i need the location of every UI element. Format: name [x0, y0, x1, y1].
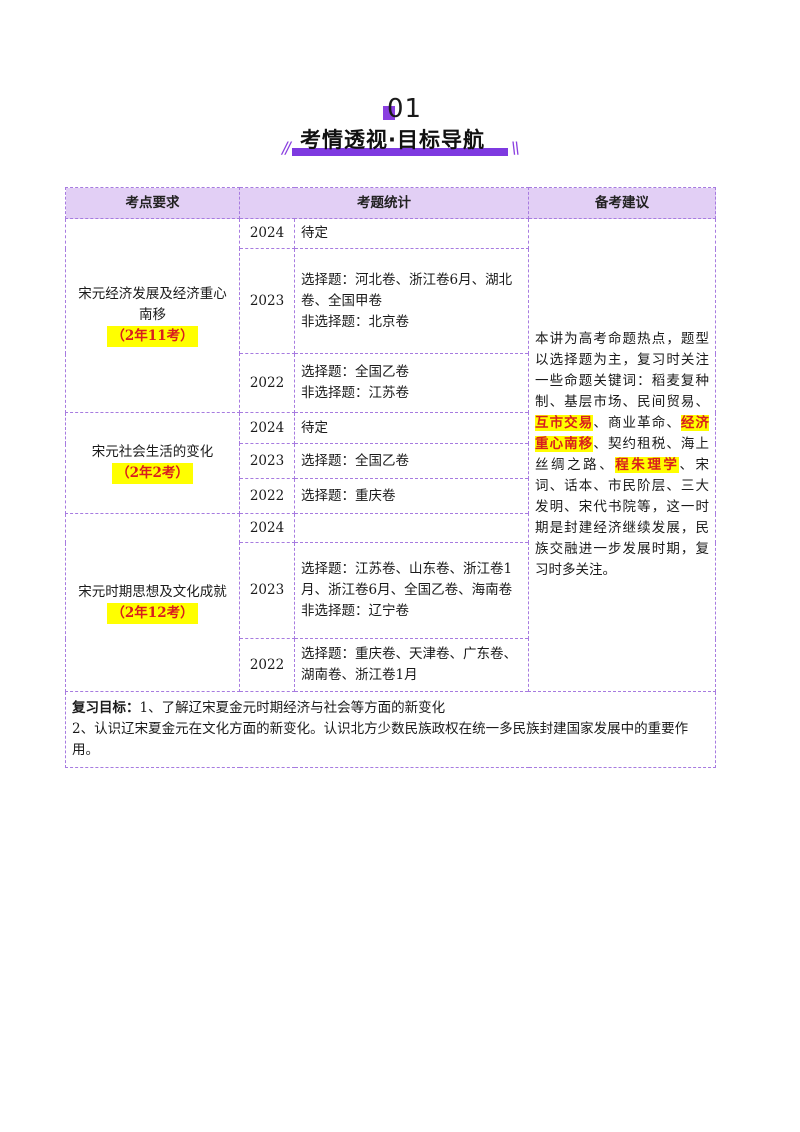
advice-cell: 本讲为高考命题热点，题型以选择题为主，复习时关注一些命题关键词：稻麦复种制、基层…: [528, 218, 716, 692]
header-requirement: 考点要求: [65, 187, 240, 219]
review-goals-cell: 复习目标：1、了解辽宋夏金元时期经济与社会等方面的新变化 2、认识辽宋夏金元在文…: [65, 691, 716, 768]
year-cell: 2023: [239, 443, 295, 479]
advice-text-2: 、商业革命、: [593, 415, 681, 431]
topic-name: 宋元社会生活的变化: [91, 444, 214, 460]
year-cell: 2022: [239, 478, 295, 514]
exam-count-badge: （2年2考）: [112, 463, 193, 484]
year-cell: 2024: [239, 412, 295, 444]
topic-name: 宋元经济发展及经济重心南移: [78, 286, 227, 323]
keyword-highlight: 互市交易: [535, 415, 594, 431]
year-cell: 2024: [239, 513, 295, 543]
year-cell: 2023: [239, 542, 295, 639]
exam-open-text: 非选择题：江苏卷: [301, 385, 409, 401]
goals-label: 复习目标：: [72, 700, 140, 716]
table-row: 2023 选择题：江苏卷、山东卷、浙江卷1月、浙江卷6月、全国乙卷、海南卷 非选…: [66, 542, 716, 639]
advice-text-4: 、宋词、话本、市民阶层、三大发明、宋代书院等，这一时期是封建经济继续发展，民族交…: [535, 457, 710, 578]
header-advice: 备考建议: [528, 187, 716, 219]
table-row: 2023 选择题：全国乙卷: [66, 443, 716, 479]
table-row: 宋元时期思想及文化成就 （2年12考） 2024: [65, 513, 716, 692]
topic-cell: 宋元经济发展及经济重心南移 （2年11考）: [65, 218, 240, 413]
table-row: 2022 选择题：重庆卷、天津卷、广东卷、湖南卷、浙江卷1月: [66, 638, 716, 692]
year-cell: 2022: [239, 638, 295, 692]
topic-cell: 宋元社会生活的变化 （2年2考）: [65, 412, 240, 514]
exam-count-badge: （2年12考）: [107, 602, 198, 624]
header-statistics: 考题统计: [239, 187, 529, 219]
table-row: 宋元社会生活的变化 （2年2考） 2024 待定: [65, 412, 716, 514]
section-number: 01: [383, 94, 423, 126]
exam-cell: 选择题：江苏卷、山东卷、浙江卷1月、浙江卷6月、全国乙卷、海南卷 非选择题：辽宁…: [294, 542, 529, 639]
year-cell: 2023: [239, 248, 295, 354]
exam-cell: 选择题：全国乙卷 非选择题：江苏卷: [294, 353, 529, 413]
exam-cell: [294, 513, 529, 543]
keyword-highlight: 程朱理学: [615, 457, 680, 473]
topic-cell: 宋元时期思想及文化成就 （2年12考）: [65, 513, 240, 692]
topic-name: 宋元时期思想及文化成就: [78, 583, 227, 600]
exam-cell: 待定: [294, 218, 529, 249]
table-header-row: 考点要求 考题统计 备考建议: [65, 187, 716, 219]
exam-cell: 选择题：重庆卷、天津卷、广东卷、湖南卷、浙江卷1月: [294, 638, 529, 692]
section-header: 01 // 考情透视·目标导航 \\: [0, 90, 800, 160]
review-goals-row: 复习目标：1、了解辽宋夏金元时期经济与社会等方面的新变化 2、认识辽宋夏金元在文…: [65, 691, 716, 768]
exam-choice-text: 选择题：全国乙卷: [301, 364, 409, 380]
exam-cell: 选择题：重庆卷: [294, 478, 529, 514]
exam-choice-text: 选择题：江苏卷、山东卷、浙江卷1月、浙江卷6月、全国乙卷、海南卷: [301, 561, 513, 598]
exam-cell: 待定: [294, 412, 529, 444]
advice-text-3: 、契约租税、海上丝绸之路、: [535, 436, 710, 473]
goal-line-1: 1、了解辽宋夏金元时期经济与社会等方面的新变化: [139, 700, 446, 716]
table-row: 宋元经济发展及经济重心南移 （2年11考） 2024 待定 本讲为高考命题热点，…: [65, 218, 716, 692]
slash-decoration-right: \\: [511, 138, 520, 157]
goal-line-2: 2、认识辽宋夏金元在文化方面的新变化。认识北方少数民族政权在统一多民族封建国家发…: [72, 721, 689, 758]
exam-count-badge: （2年11考）: [107, 326, 198, 347]
table-row: 2022 选择题：重庆卷: [66, 478, 716, 514]
exam-open-text: 非选择题：北京卷: [301, 313, 409, 330]
exam-open-text: 非选择题：辽宁卷: [301, 603, 409, 619]
section-title: 考情透视·目标导航: [300, 128, 485, 152]
advice-text-1: 本讲为高考命题热点，题型以选择题为主，复习时关注一些命题关键词：稻麦复种制、基层…: [535, 331, 709, 410]
title-underline-bar: [292, 148, 508, 156]
year-cell: 2024: [239, 218, 295, 249]
number-accent-block: [383, 106, 395, 120]
exam-cell: 选择题：全国乙卷: [294, 443, 529, 479]
year-cell: 2022: [239, 353, 295, 413]
section-number-text: 01: [387, 94, 423, 124]
exam-choice-text: 选择题：河北卷、浙江卷6月、湖北卷、全国甲卷: [301, 271, 513, 309]
exam-cell: 选择题：河北卷、浙江卷6月、湖北卷、全国甲卷 非选择题：北京卷: [294, 248, 529, 354]
slash-decoration-left: //: [282, 138, 291, 157]
table-row: 2022 选择题：全国乙卷 非选择题：江苏卷: [66, 353, 716, 413]
exam-analysis-table: 考点要求 考题统计 备考建议 宋元经济发展及经济重心南移 （2年11考） 202…: [65, 187, 716, 768]
